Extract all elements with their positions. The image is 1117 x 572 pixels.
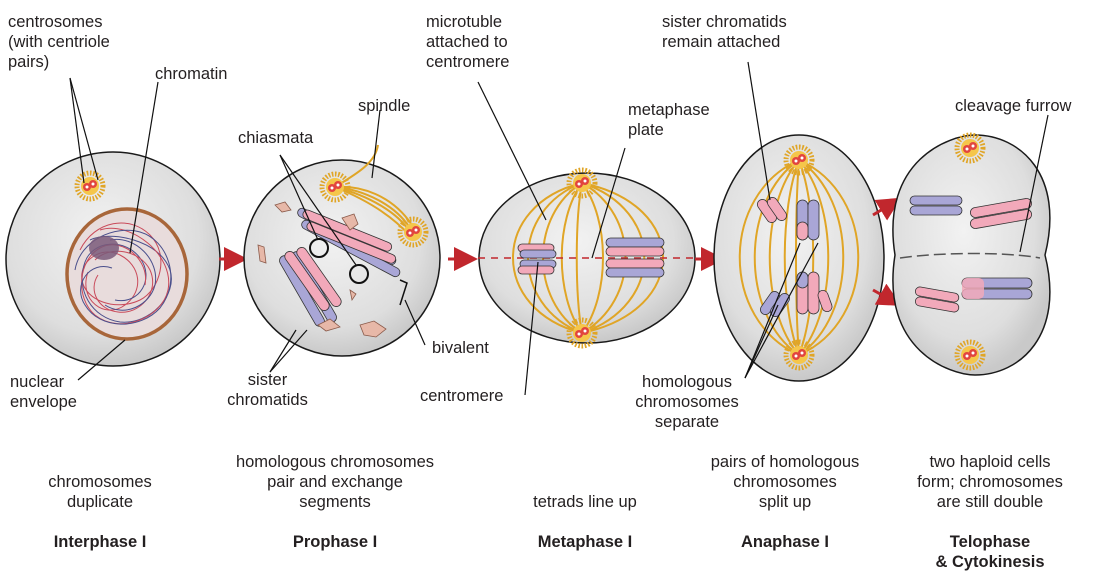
label-nuclear-envelope: nuclear envelope: [10, 372, 77, 412]
caption-metaphase: tetrads line up: [490, 492, 680, 512]
caption-telophase: two haploid cells form; chromosomes are …: [890, 452, 1090, 512]
caption-prophase: homologous chromosomes pair and exchange…: [195, 452, 475, 512]
label-centrosomes: centrosomes (with centriole pairs): [8, 12, 110, 72]
interphase-cell: [6, 152, 220, 366]
caption-anaphase: pairs of homologous chromosomes split up: [685, 452, 885, 512]
label-centromere: centromere: [420, 386, 503, 406]
label-spindle: spindle: [358, 96, 410, 116]
label-homologous-separate: homologous chromosomes separate: [612, 372, 762, 432]
metaphase-cell: [478, 170, 695, 346]
telophase-cells: [893, 135, 1050, 375]
stage-name-metaphase: Metaphase I: [490, 532, 680, 552]
label-cleavage-furrow: cleavage furrow: [955, 96, 1071, 116]
label-metaphase-plate: metaphase plate: [628, 100, 710, 140]
stage-name-telophase: Telophase & Cytokinesis: [890, 532, 1090, 572]
label-chromatin: chromatin: [155, 64, 227, 84]
label-microtubule: microtuble attached to centromere: [426, 12, 509, 72]
anaphase-cell: [714, 135, 884, 381]
label-chiasmata: chiasmata: [238, 128, 313, 148]
label-sister-chromatids: sister chromatids: [205, 370, 330, 410]
stage-name-prophase: Prophase I: [235, 532, 435, 552]
caption-interphase: chromosomes duplicate: [10, 472, 190, 512]
label-sister-remain-attached: sister chromatids remain attached: [662, 12, 787, 52]
prophase-cell: [244, 145, 440, 356]
stage-name-interphase: Interphase I: [10, 532, 190, 552]
stage-name-anaphase: Anaphase I: [685, 532, 885, 552]
label-bivalent: bivalent: [432, 338, 489, 358]
